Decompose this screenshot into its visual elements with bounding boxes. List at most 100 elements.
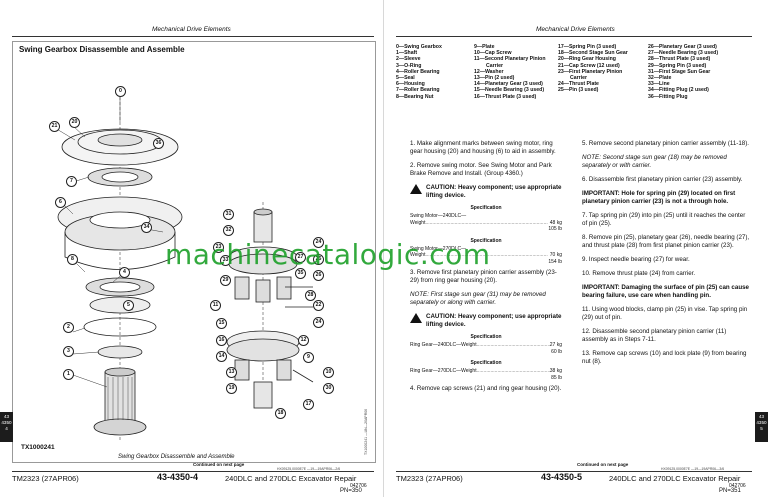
tab-section: 4350 [1, 420, 12, 426]
instructions-right-column: 5. Remove second planetary pinion carrie… [582, 140, 752, 372]
spec-label: Ring Gear—270DLC—Weight [410, 368, 477, 374]
spec-line: Weight .................................… [410, 252, 562, 259]
callout-20: 20 [69, 117, 80, 128]
spec-line: Weight .................................… [410, 220, 562, 227]
callout-3: 3 [63, 346, 74, 357]
figure-title: Swing Gearbox Disassemble and Assemble [19, 45, 185, 54]
instructions-left-column: 1. Make alignment marks between swing mo… [410, 140, 562, 399]
manual-id: TM2323 (27APR06) [12, 474, 79, 483]
spec-label: Ring Gear—240DLC—Weight [410, 342, 477, 348]
legend-item: 2—Sleeve [396, 56, 421, 63]
legend-item: 29—Spring Pin (3 used) [648, 62, 707, 69]
dot-leader: ........................................… [425, 219, 548, 226]
step-5: 5. Remove second planetary pinion carrie… [582, 140, 750, 147]
caution-block: CAUTION: Heavy component; use appropriat… [410, 313, 562, 329]
callout-29: 29 [220, 275, 231, 286]
spec-label: Weight [410, 219, 426, 226]
legend-item: 9—Plate [474, 44, 495, 50]
legend-column-2: 9—Plate 10—Cap Screw 11—Second Planetary… [474, 44, 546, 100]
caution-text: CAUTION: Heavy component; use appropriat… [426, 184, 562, 199]
spec-label: Weight [410, 252, 426, 258]
machine-title: 240DLC and 270DLC Excavator Repair [225, 474, 357, 483]
machine-title: 240DLC and 270DLC Excavator Repair [609, 474, 741, 483]
header-rule [12, 36, 374, 37]
left-page: Mechanical Drive Elements Swing Gearbox … [0, 26, 376, 494]
figure-caption: Swing Gearbox Disassemble and Assemble [118, 454, 235, 460]
legend-item: 7—Roller Bearing [396, 87, 440, 94]
legend-item: Carrier [486, 62, 504, 69]
running-header: Mechanical Drive Elements [152, 26, 231, 33]
warning-triangle-icon [410, 184, 422, 194]
callout-15: 15 [216, 318, 227, 329]
watermark-text: machinecatalogic.com [165, 238, 491, 271]
callout-28: 28 [305, 290, 316, 301]
callout-13: 13 [226, 367, 237, 378]
legend-item: 3—O-Ring [396, 62, 422, 69]
spec-value: 70 kg [549, 252, 562, 258]
dot-leader: ........................................… [476, 342, 550, 348]
exploded-view-drawing [54, 92, 314, 442]
callout-5: 5 [123, 300, 134, 311]
step-10: 10. Remove thrust plate (24) from carrie… [582, 270, 696, 277]
callout-23: 23 [213, 242, 224, 253]
callout-9: 9 [303, 352, 314, 363]
legend-item: 20—Ring Gear Housing [558, 56, 616, 63]
spec-line: Swing Motor—240DLC— [410, 213, 562, 220]
callout-16: 16 [216, 335, 227, 346]
callout-22: 22 [313, 300, 324, 311]
figure-panel: Swing Gearbox Disassemble and Assemble [12, 41, 376, 463]
legend-item: 8—Bearing Nut [396, 93, 434, 100]
important-1: IMPORTANT: Hole for spring pin (29) loca… [582, 190, 736, 205]
spec-line: Ring Gear—240DLC—Weight ................… [410, 342, 562, 349]
page-number: 43-4350-4 [157, 472, 199, 482]
legend-item: 13—Pin (2 used) [474, 75, 515, 82]
callout-11: 11 [210, 300, 221, 311]
spec-title: Specification [470, 205, 502, 211]
callout-17: 17 [303, 399, 314, 410]
callout-36: 36 [153, 138, 164, 149]
spec-value: 48 kg [549, 219, 562, 226]
callout-4: 4 [119, 267, 130, 278]
legend-item: 27—Needle Bearing (3 used) [648, 50, 719, 57]
legend-item: Carrier [570, 75, 588, 82]
legend-column-3: 17—Spring Pin (3 used) 18—Second Stage S… [558, 44, 628, 94]
callout-30: 30 [323, 383, 334, 394]
running-header: Mechanical Drive Elements [536, 26, 615, 33]
step-13: 13. Remove cap screws (10) and lock plat… [582, 350, 747, 365]
legend-item: 4—Roller Bearing [396, 68, 440, 75]
callout-32: 32 [223, 225, 234, 236]
step-9: 9. Inspect needle bearing (27) for wear. [582, 256, 690, 263]
spec-title: Specification [470, 334, 502, 340]
step-2: 2. Remove swing motor. See Swing Motor a… [410, 162, 552, 177]
section-tab: 43 4350 4 [0, 412, 13, 442]
legend-item: 23—First Planetary Pinion [558, 68, 623, 75]
callout-1: 1 [63, 369, 74, 380]
step-8: 8. Remove pin (25), planetary gear (26),… [582, 234, 750, 249]
callout-14: 14 [216, 351, 227, 362]
legend-item: 17—Spring Pin (3 used) [558, 44, 617, 50]
callout-7: 7 [66, 176, 77, 187]
footer-date-code: 042706 [729, 483, 746, 489]
callout-34: 34 [141, 222, 152, 233]
footer-rule [12, 471, 374, 472]
step-7: 7. Tap spring pin (29) into pin (25) unt… [582, 212, 746, 227]
callout-31: 31 [223, 209, 234, 220]
spec-label: Swing Motor—240DLC— [410, 213, 467, 219]
callout-6: 6 [55, 197, 66, 208]
spec-alt-value: 60 lb [551, 348, 562, 355]
tab-group: 43 [758, 414, 765, 419]
legend-item: 5—Seal [396, 75, 415, 82]
callout-8: 8 [67, 254, 78, 265]
callout-2: 2 [63, 322, 74, 333]
page-number: 43-4350-5 [541, 472, 583, 482]
step-11: 11. Using wood blocks, clamp pin (25) in… [582, 306, 748, 321]
callout-27: 27 [295, 252, 306, 263]
legend-item: 26—Planetary Gear (3 used) [648, 44, 717, 50]
note-1: NOTE: First stage sun gear (31) may be r… [410, 291, 546, 306]
callout-0: 0 [115, 86, 126, 97]
legend-column-4: 26—Planetary Gear (3 used) 27—Needle Bea… [648, 44, 718, 100]
manual-id: TM2323 (27APR06) [396, 474, 463, 483]
tab-page: 5 [760, 426, 763, 432]
tab-section: 4350 [756, 420, 767, 426]
figure-id: TX1000241 [21, 444, 55, 451]
